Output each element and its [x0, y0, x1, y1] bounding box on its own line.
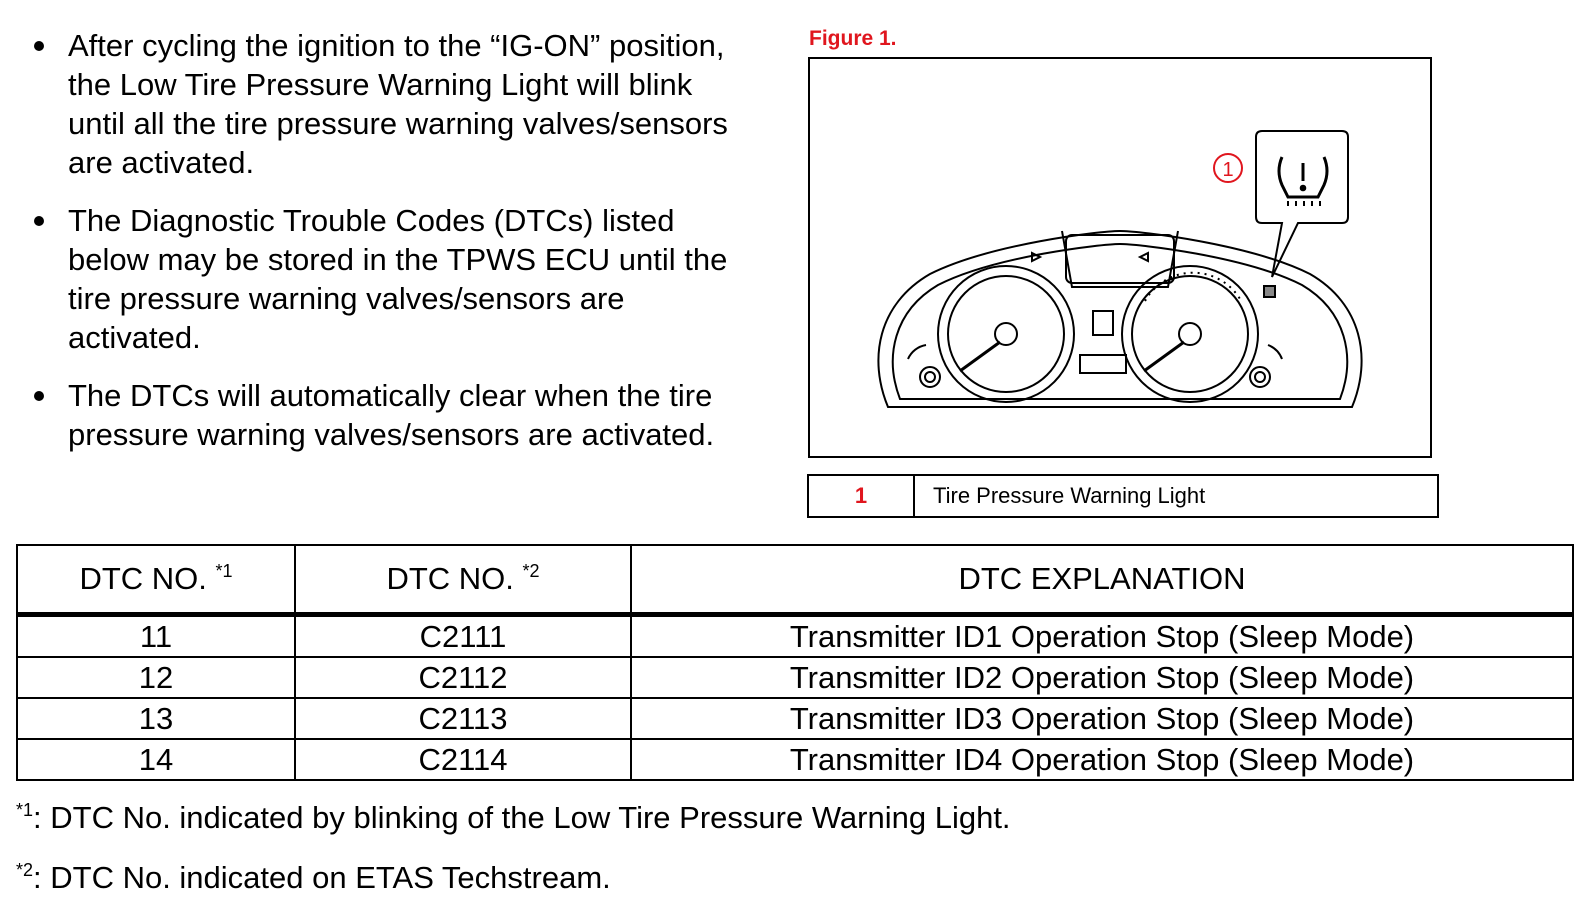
cell-explanation: Transmitter ID1 Operation Stop (Sleep Mo… [630, 613, 1574, 658]
table-row: 13 C2113 Transmitter ID3 Operation Stop … [16, 697, 1574, 740]
bullet-dot [34, 216, 44, 226]
cell-dtc-1: 14 [16, 738, 296, 781]
footnote-1: *1: DTC No. indicated by blinking of the… [16, 800, 1011, 835]
table-row: 11 C2111 Transmitter ID1 Operation Stop … [16, 613, 1574, 658]
cell-dtc-2: C2113 [294, 697, 632, 740]
bullet-item: The Diagnostic Trouble Codes (DTCs) list… [30, 201, 750, 357]
bullet-item: The DTCs will automatically clear when t… [30, 376, 750, 454]
header-dtc-no-2: DTC NO. *2 [294, 544, 632, 617]
instructions-list: After cycling the ignition to the “IG-ON… [30, 26, 750, 473]
footnote-2: *2: DTC No. indicated on ETAS Techstream… [16, 860, 611, 895]
callout-number: 1 [1222, 159, 1233, 181]
dtc-table: DTC NO. *1 DTC NO. *2 DTC EXPLANATION 11… [16, 544, 1574, 781]
table-row: 12 C2112 Transmitter ID2 Operation Stop … [16, 656, 1574, 699]
legend-number: 1 [809, 476, 915, 516]
cell-explanation: Transmitter ID4 Operation Stop (Sleep Mo… [630, 738, 1574, 781]
bullet-text: The DTCs will automatically clear when t… [68, 378, 715, 452]
bullet-dot [34, 391, 44, 401]
bullet-text: The Diagnostic Trouble Codes (DTCs) list… [68, 203, 728, 355]
cell-dtc-1: 11 [16, 613, 296, 658]
cell-dtc-2: C2111 [294, 613, 632, 658]
cell-dtc-2: C2114 [294, 738, 632, 781]
cell-dtc-2: C2112 [294, 656, 632, 699]
cell-dtc-1: 13 [16, 697, 296, 740]
header-dtc-explanation: DTC EXPLANATION [630, 544, 1574, 617]
bullet-item: After cycling the ignition to the “IG-ON… [30, 26, 750, 182]
legend-text: Tire Pressure Warning Light [933, 483, 1206, 508]
figure-legend: 1 Tire Pressure Warning Light [807, 474, 1439, 518]
table-header-row: DTC NO. *1 DTC NO. *2 DTC EXPLANATION [16, 544, 1574, 617]
instrument-cluster-illustration: 1 [877, 130, 1363, 408]
cell-explanation: Transmitter ID3 Operation Stop (Sleep Mo… [630, 697, 1574, 740]
bullet-dot [34, 41, 44, 51]
tire-pressure-warning-icon [1277, 156, 1329, 206]
table-row: 14 C2114 Transmitter ID4 Operation Stop … [16, 738, 1574, 781]
cell-dtc-1: 12 [16, 656, 296, 699]
header-dtc-no-1: DTC NO. *1 [16, 544, 296, 617]
bullet-text: After cycling the ignition to the “IG-ON… [68, 28, 728, 180]
figure-caption: Figure 1. [809, 27, 897, 50]
figure-box: 1 [808, 57, 1432, 458]
cell-explanation: Transmitter ID2 Operation Stop (Sleep Mo… [630, 656, 1574, 699]
